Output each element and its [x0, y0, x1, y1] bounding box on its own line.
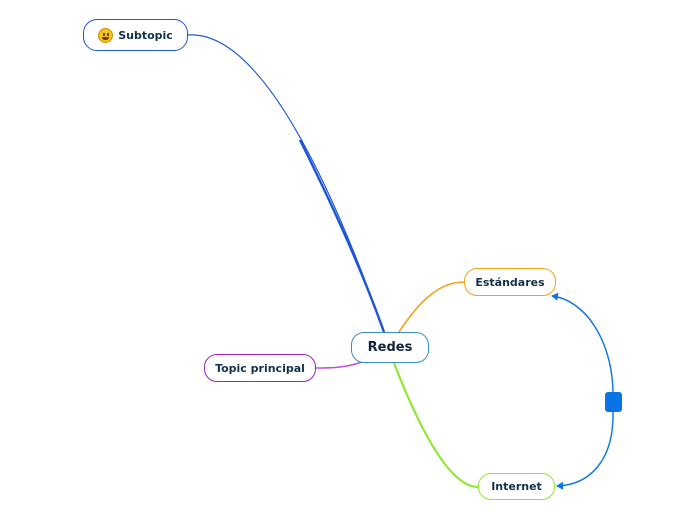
topic-principal[interactable]: Topic principal [204, 354, 316, 382]
branch-internet [392, 362, 479, 489]
central-topic[interactable]: Redes [351, 332, 429, 363]
relationship-line-lower [556, 411, 614, 490]
topic-internet-label: Internet [491, 480, 542, 493]
topic-estandares-label: Estándares [475, 275, 545, 289]
branch-topic-principal [315, 361, 363, 369]
topic-subtopic-label: Subtopic [118, 28, 173, 42]
branch-estandares [398, 281, 465, 333]
topic-estandares[interactable]: Estándares [464, 268, 556, 296]
smiley-face-icon [98, 27, 114, 43]
relationship-line-upper [551, 292, 614, 393]
topic-principal-label: Topic principal [215, 361, 305, 375]
central-topic-label: Redes [367, 340, 413, 355]
topic-internet[interactable]: Internet [478, 473, 555, 500]
branch-subtopic-thick [298, 139, 386, 333]
topic-subtopic[interactable]: Subtopic [83, 19, 188, 51]
relationship-handle[interactable] [605, 392, 622, 412]
branch-subtopic [187, 34, 385, 333]
